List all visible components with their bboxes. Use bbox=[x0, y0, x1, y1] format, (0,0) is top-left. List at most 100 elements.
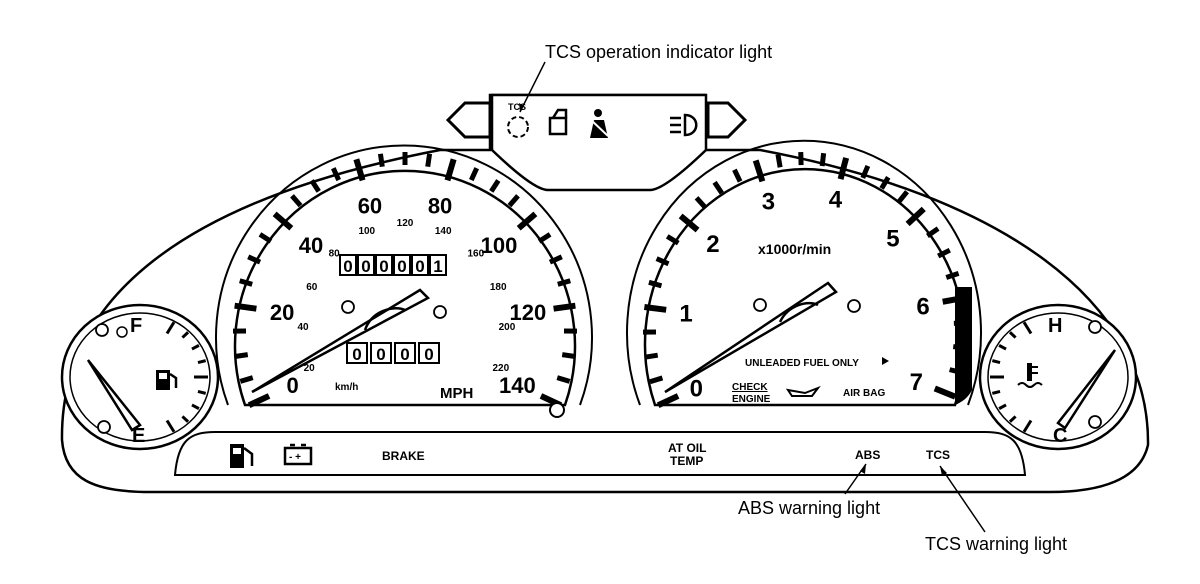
temp-gauge-tick bbox=[1008, 415, 1017, 423]
speedometer-mph-label: 60 bbox=[358, 193, 382, 218]
unleaded-fuel-label: UNLEADED FUEL ONLY bbox=[745, 358, 859, 369]
tachometer-tick bbox=[937, 247, 951, 259]
fuel-full-label: F bbox=[130, 315, 142, 337]
tcs-warning-label: TCS bbox=[926, 448, 950, 462]
battery-warning-icon: - + bbox=[283, 443, 313, 466]
odometer-digit: 0 bbox=[361, 257, 370, 276]
tachometer-tick bbox=[819, 152, 827, 167]
fuel-gauge-tick bbox=[181, 415, 190, 423]
temp-gauge-ticks bbox=[990, 321, 1033, 433]
speedometer-ticks bbox=[232, 152, 578, 408]
tachometer-screw-left bbox=[753, 298, 767, 312]
speedometer-tick bbox=[247, 254, 262, 265]
speedometer-mph-label: 80 bbox=[428, 193, 452, 218]
tcs-operation-callout: TCS operation indicator light bbox=[545, 42, 772, 62]
temp-gauge-tick bbox=[1022, 321, 1033, 335]
speedometer-tick bbox=[272, 211, 294, 231]
speedometer-kmh-label: 140 bbox=[435, 226, 452, 237]
temp-gauge-tick bbox=[991, 359, 1001, 365]
speedometer-kmh-label: 60 bbox=[306, 282, 318, 293]
fuel-gauge-ticks bbox=[165, 321, 208, 433]
odometer-digit-box bbox=[411, 254, 429, 276]
temp-gauge-tick bbox=[1022, 419, 1033, 433]
temp-gauge-tick bbox=[998, 403, 1007, 410]
trip-digit: 0 bbox=[424, 345, 433, 364]
speedometer-screw-right bbox=[433, 305, 447, 319]
speedometer-bezel bbox=[233, 169, 577, 407]
odometer-digit: 1 bbox=[433, 257, 442, 276]
fuel-gauge-bezel bbox=[60, 303, 220, 451]
temp-gauge-tick bbox=[991, 389, 1001, 395]
fuel-gauge-tick bbox=[191, 344, 200, 351]
tachometer-label: 7 bbox=[910, 369, 923, 396]
odometer-digit: 0 bbox=[343, 257, 352, 276]
speedometer-tick bbox=[353, 158, 366, 182]
speedometer-mph-label: 100 bbox=[481, 233, 518, 258]
check-engine-label-2: ENGINE bbox=[732, 394, 771, 405]
speedometer-kmh-label: 160 bbox=[468, 248, 485, 259]
fuel-screw-bottom bbox=[97, 420, 111, 434]
tachometer-tick bbox=[648, 279, 663, 289]
speedometer-tick bbox=[469, 167, 479, 182]
speedometer-tick bbox=[548, 254, 563, 265]
right-turn-signal-icon bbox=[706, 101, 748, 139]
cluster-housing bbox=[60, 93, 1150, 494]
fuel-gauge-tick bbox=[181, 331, 190, 339]
trip-reset-knob[interactable] bbox=[549, 402, 565, 418]
tachometer-label: 0 bbox=[690, 375, 703, 402]
temp-screw-bottom bbox=[1088, 415, 1102, 429]
tachometer-screw-right bbox=[847, 299, 861, 313]
fuel-empty-label: E bbox=[132, 425, 145, 447]
speedometer-tick bbox=[489, 179, 501, 193]
speedometer-mph-unit: MPH bbox=[440, 385, 473, 402]
speedometer-tick bbox=[561, 352, 576, 360]
speedometer-tick bbox=[507, 194, 520, 208]
tcs-operation-icon bbox=[507, 116, 529, 138]
odometer-digit: 0 bbox=[397, 257, 406, 276]
tachometer-label: 5 bbox=[886, 225, 899, 252]
brake-warning-label: BRAKE bbox=[382, 449, 425, 463]
odometer-digit: 0 bbox=[415, 257, 424, 276]
temp-needle bbox=[1056, 349, 1117, 430]
temp-hot-label: H bbox=[1048, 315, 1062, 337]
left-turn-signal-icon bbox=[445, 101, 492, 139]
tachometer-redline bbox=[955, 287, 972, 405]
speedometer-kmh-label: 200 bbox=[499, 322, 516, 333]
fuel-gauge-tick bbox=[197, 359, 207, 365]
tachometer-tick bbox=[905, 206, 926, 227]
trip-digit: 0 bbox=[352, 345, 361, 364]
tachometer-tick bbox=[752, 159, 766, 183]
fuel-needle bbox=[86, 359, 142, 432]
speedometer-tick bbox=[516, 211, 538, 231]
coolant-temp-icon bbox=[1017, 363, 1043, 388]
speedometer-kmh-label: 20 bbox=[304, 363, 316, 374]
unleaded-arrow-icon bbox=[882, 357, 889, 365]
abs-warning-label: ABS bbox=[855, 448, 880, 462]
check-engine-label-1: CHECK bbox=[732, 382, 768, 393]
speedometer-tick bbox=[290, 194, 303, 208]
tachometer-tick bbox=[926, 226, 940, 239]
fuel-gauge-tick bbox=[165, 419, 176, 433]
speedometer-kmh-label: 180 bbox=[490, 282, 507, 293]
tachometer-tick bbox=[860, 164, 871, 179]
tachometer-tick bbox=[837, 157, 850, 180]
top-indicator-window bbox=[490, 93, 708, 192]
speedometer-tick bbox=[234, 302, 257, 312]
speedometer-kmh-label: 80 bbox=[329, 248, 341, 259]
temp-gauge-tick bbox=[998, 344, 1007, 351]
odometer-digit-box bbox=[393, 254, 411, 276]
speedometer-tick bbox=[258, 232, 273, 244]
tcs-operation-leader bbox=[519, 61, 546, 113]
speedometer-tick bbox=[239, 278, 253, 287]
temp-gauge-tick bbox=[1008, 331, 1017, 339]
low-fuel-warning-icon bbox=[230, 444, 254, 468]
fuel-gauge-tick bbox=[197, 389, 207, 395]
tachometer-tick bbox=[712, 180, 724, 195]
speedometer-tick bbox=[309, 179, 321, 193]
speedometer-kmh-label: 120 bbox=[397, 218, 414, 229]
speedometer-mph-label: 140 bbox=[499, 373, 536, 398]
